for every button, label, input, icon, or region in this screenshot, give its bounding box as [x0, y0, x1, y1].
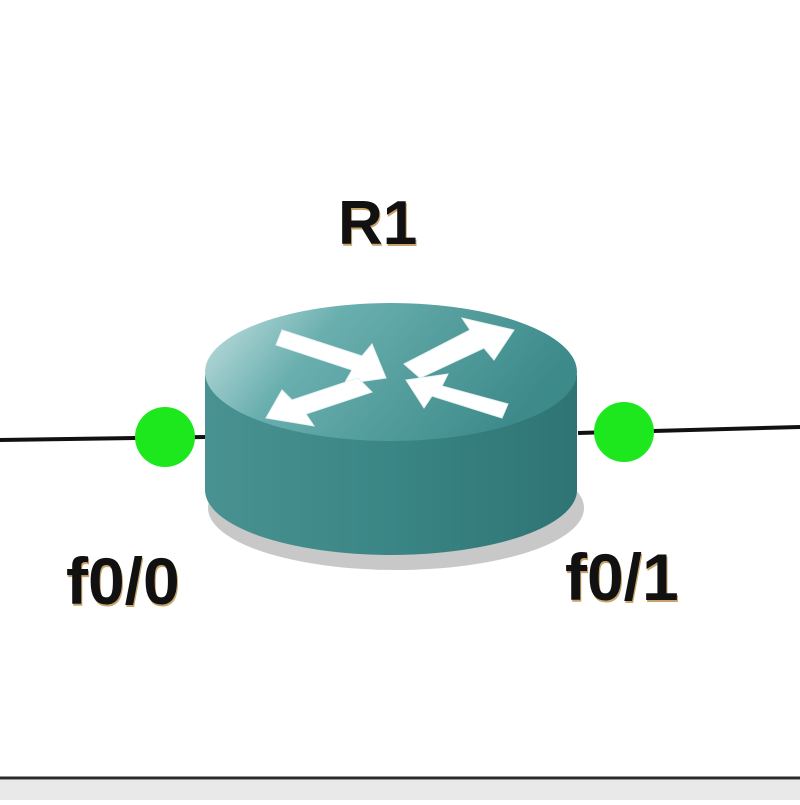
router-icon: [265, 317, 515, 427]
interface-status-dot-f0-1[interactable]: [594, 402, 654, 462]
router-r1[interactable]: [205, 303, 584, 570]
router-name-label: R1: [338, 189, 418, 258]
interface-label-f0-0: f0/0: [66, 544, 180, 618]
interface-status-dot-f0-0[interactable]: [135, 407, 195, 467]
interface-label-f0-1: f0/1: [565, 540, 679, 614]
